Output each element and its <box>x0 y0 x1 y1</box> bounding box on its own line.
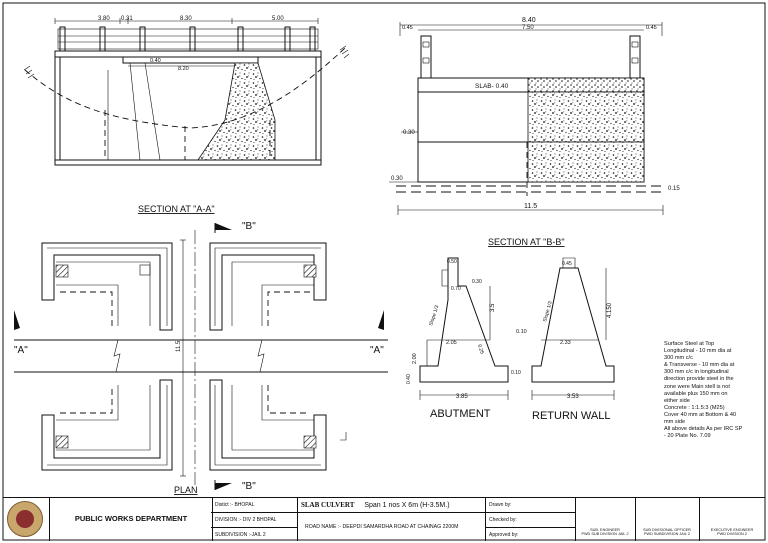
note-line: & Transverse - 10 mm dia at <box>664 362 735 369</box>
rw-mid-width: 2.33 <box>560 340 571 346</box>
bb-left-dim1: 0.30 <box>403 130 415 136</box>
abutment-title: ABUTMENT <box>430 408 491 420</box>
abut-top-dim: 0.70 <box>451 286 461 292</box>
district-label: Distict :- BHOPAL <box>211 498 297 513</box>
elev-dim-3: 8.30 <box>180 16 192 22</box>
elev-slab-thk: 0.40 <box>150 58 161 64</box>
sig-1-sub: PWD SUB DIVISION JAIL 2 <box>581 532 629 536</box>
bb-carriage: 7.50 <box>522 25 534 31</box>
span-label: Span 1 nos X 6m (H-3.5M.) <box>364 502 450 509</box>
note-line: Concrete : 1:1.5:3 (M25) <box>664 404 725 411</box>
note-line: mm side <box>664 419 686 426</box>
rw-top-width: 0.45 <box>562 261 572 267</box>
abutment-section: 0.50 0.30 0.70 3.5 Slope 1/3 0.25 2.05 2… <box>406 257 521 420</box>
abut-top-height: 0.30 <box>472 279 482 285</box>
section-bb-heading: SECTION AT "B-B" <box>488 237 565 247</box>
elev-dim-1: 3.80 <box>98 16 110 22</box>
drawn-by: Drawn by: <box>485 498 575 513</box>
bb-left-dim2: 0.30 <box>391 176 403 182</box>
marker-b-bottom: "B" <box>242 481 256 492</box>
plan-heading: PLAN <box>174 485 198 495</box>
note-line: 300 mm c/c in longitudinal <box>664 369 729 376</box>
rw-slope: Slope 1/3 <box>542 300 554 322</box>
section-aa-heading: SECTION AT "A-A" <box>138 204 215 214</box>
note-line: 300 mm c/c <box>664 355 693 362</box>
note-line: either side <box>664 397 690 404</box>
note-line: Surface Steel at Top <box>664 341 715 347</box>
title-block: PUBLIC WORKS DEPARTMENT Distict :- BHOPA… <box>3 497 765 541</box>
note-line: Longitudinal - 10 mm dia at <box>664 348 732 355</box>
note-line: Cover 40 mm at Bottom & 40 <box>664 411 737 418</box>
specification-notes: Surface Steel at Top Longitudinal - 10 m… <box>664 341 762 440</box>
drawing-title: SLAB CULVERT <box>301 501 355 509</box>
checked-by: Checked by: <box>485 513 575 528</box>
sig-3-title: EXECUTIVE ENGINEER <box>710 528 754 532</box>
department-name: PUBLIC WORKS DEPARTMENT <box>74 514 188 523</box>
abut-base-left: 0.40 <box>406 374 412 384</box>
marker-b-top: "B" <box>242 221 256 232</box>
elevation-view: 3.80 0.31 8.30 5.00 0.40 8.20 <box>23 16 350 166</box>
abut-base-width: 3.85 <box>456 394 468 400</box>
note-line: All above details As per IRC SP <box>664 426 743 433</box>
return-wall-title: RETURN WALL <box>532 410 610 422</box>
sig-2-sub: PWD SUBDIVISION JAIL 2 <box>643 532 691 536</box>
approved-by: Approved by: <box>489 532 519 538</box>
abut-base-thk: 0.10 <box>511 370 521 376</box>
sig-3-sub: PWD DIVISION 2 <box>717 532 747 536</box>
bb-slab-label: SLAB- 0.40 <box>475 83 509 90</box>
note-line: available plus 150 mm on <box>664 390 728 397</box>
return-wall-section: 0.45 4.150 Slope 1/3 0.10 2.33 3.53 RETU… <box>516 257 615 422</box>
bb-right-dim: 0.15 <box>668 186 680 192</box>
bb-parapet-right: 0.45 <box>646 25 657 31</box>
rw-base-width: 3.53 <box>567 394 579 400</box>
abut-left-height: 2.00 <box>412 353 418 364</box>
subdivision-label: SUBDIVISION :-JAIL 2 <box>215 532 266 538</box>
elev-slab-width: 8.20 <box>178 66 189 72</box>
division-label: DIVISION :- DIV 2 BHOPAL <box>211 513 297 528</box>
rw-left-dim: 0.10 <box>516 329 527 335</box>
abut-seat: 0.25 <box>476 344 485 355</box>
sig-1-title: SUB. ENGINEER <box>590 528 620 532</box>
note-line: zone were Main stell is not <box>664 383 730 390</box>
bb-overall-width: 8.40 <box>522 17 536 24</box>
marker-a-left: "A" <box>14 345 28 356</box>
abut-top-width: 0.50 <box>447 259 457 265</box>
plan-vertical-dim: 11.5 <box>176 340 182 352</box>
marker-a-right: "A" <box>370 345 384 356</box>
sig-2-title: SUB DIVISIONAL OFFICER <box>643 528 691 532</box>
rw-height: 4.150 <box>607 302 613 318</box>
abut-slope: Slope 1/3 <box>428 304 440 326</box>
department-seal <box>7 501 43 537</box>
bb-parapet-left: 0.45 <box>402 25 413 31</box>
plan-view: 11.5 "A" "A" "B" "B" PLAN <box>14 221 388 495</box>
note-line: - 20 Plate No. 7.09 <box>664 433 711 440</box>
elev-dim-4: 5.00 <box>272 16 284 22</box>
note-line: direction provide steel in the <box>664 376 734 383</box>
abut-height: 3.5 <box>490 303 496 312</box>
abut-mid-width: 2.05 <box>446 340 457 346</box>
bb-bottom-dim: 11.5 <box>524 203 537 210</box>
cross-section-view: 8.40 7.50 0.45 0.45 SLAB- 0.40 0.30 0.30… <box>389 17 680 215</box>
elev-dim-2: 0.31 <box>121 16 133 22</box>
road-name: ROAD NAME :- DEEPDI SAMARDHA ROAD AT CHA… <box>305 524 459 530</box>
